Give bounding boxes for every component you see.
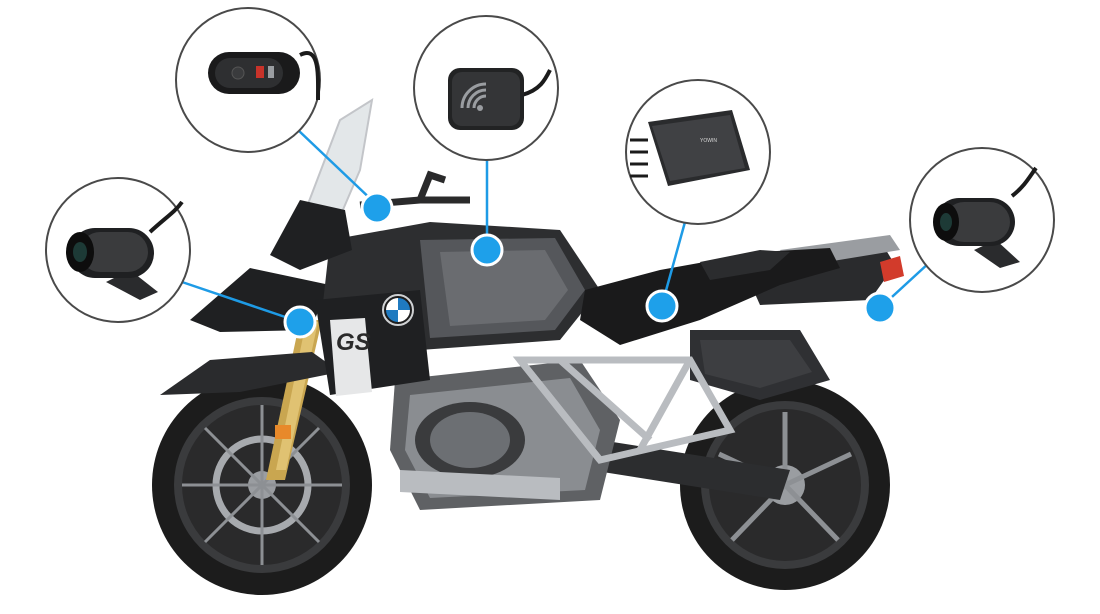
pointer-dot-remote [360,191,394,225]
pointer-dot-recorder [645,289,679,323]
callout-rear-camera [909,147,1055,293]
pointer-dot-front-camera [283,305,317,339]
front-camera-icon [66,200,184,300]
pointer-dot-rear-camera [863,291,897,325]
engine [390,360,620,510]
rear-camera-icon [933,166,1038,268]
motorcycle: GS [152,97,904,595]
callout-recorder-unit: YOWIN [625,79,771,225]
remote-control-icon [208,51,321,101]
pointer-dots [283,191,897,339]
callout-remote-control [175,7,321,153]
dvr-host-icon: YOWIN [630,110,750,186]
model-badge: GS [336,329,371,356]
svg-text:YOWIN: YOWIN [700,138,717,144]
callout-gps-receiver [413,15,559,161]
front-wheel [152,375,372,595]
side-shroud: GS [315,290,430,396]
callout-front-camera [45,177,191,323]
gps-wifi-module-icon [448,68,552,130]
seat [580,248,840,345]
pointer-dot-gps [470,233,504,267]
windscreen [270,97,374,270]
trellis-frame [512,356,736,464]
